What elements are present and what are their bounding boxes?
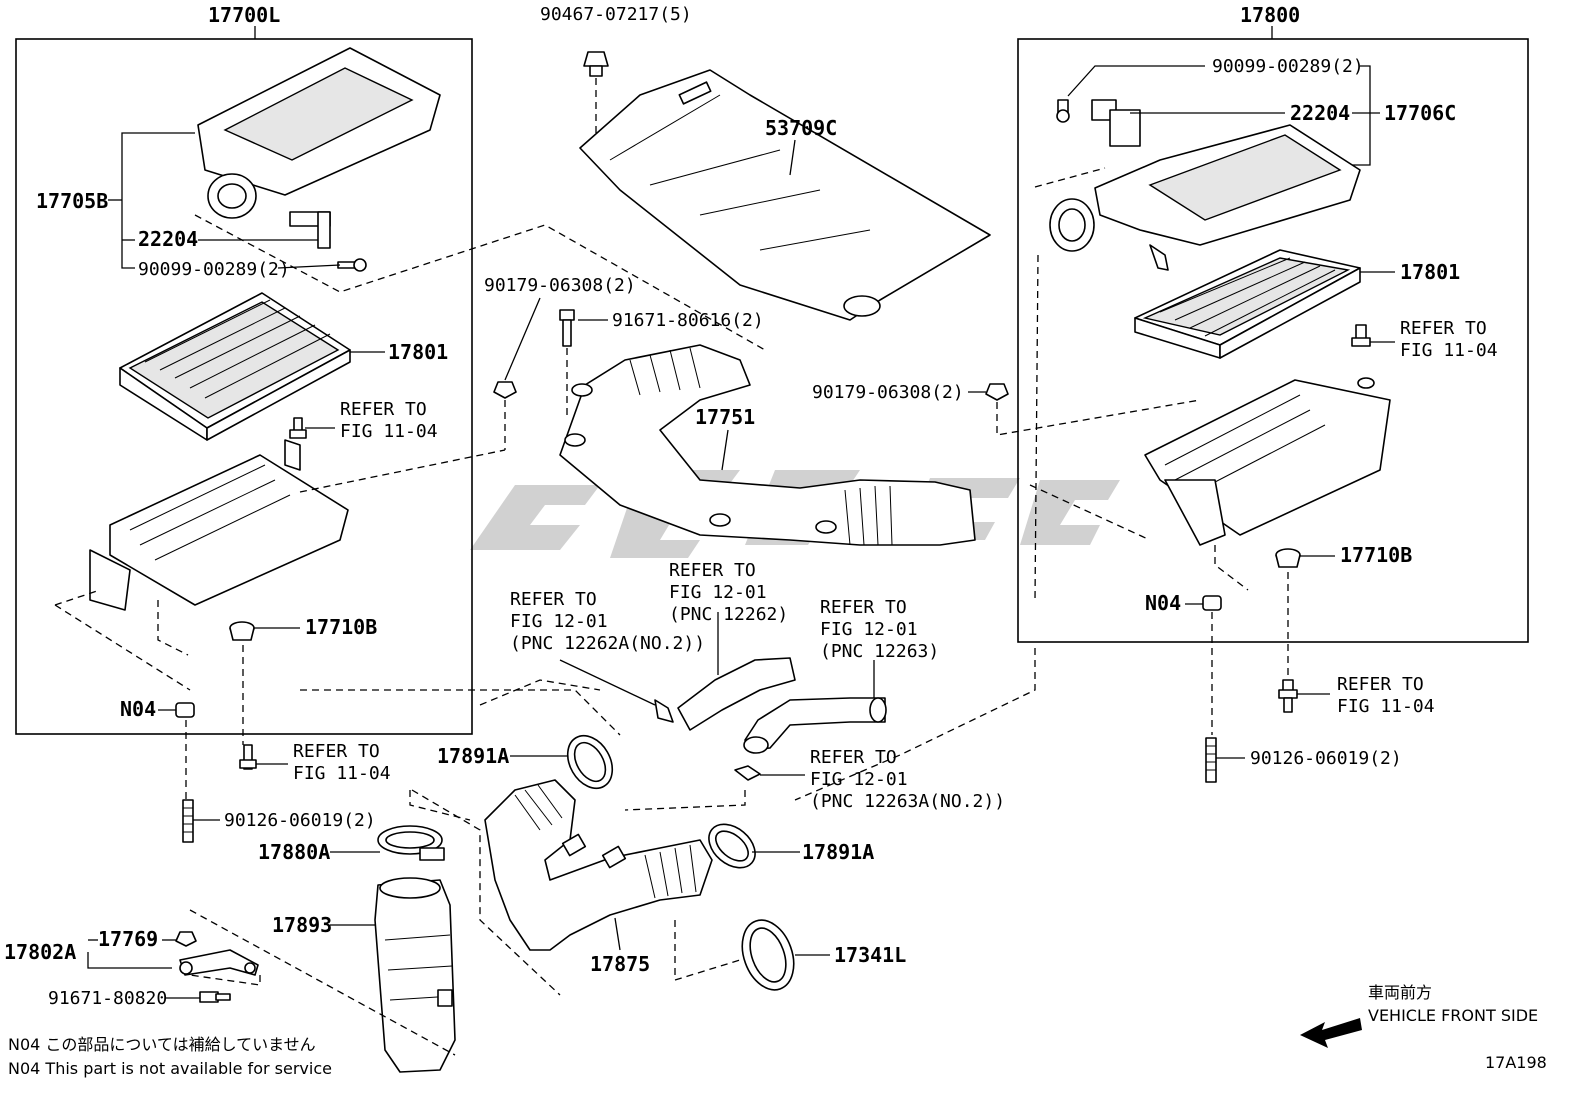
label-90467: 90467-07217(5) — [540, 4, 692, 25]
label-refer-left-2b: FIG 11-04 — [293, 763, 391, 784]
label-17710b-right: 17710B — [1340, 543, 1412, 567]
bolt-right-11-04a — [1351, 324, 1371, 347]
clip-12263a — [734, 765, 761, 781]
group-box-left — [15, 38, 473, 735]
label-17751: 17751 — [695, 405, 755, 429]
label-90099-right: 90099-00289(2) — [1212, 56, 1364, 77]
direction-label-english: VEHICLE FRONT SIDE — [1368, 1006, 1538, 1025]
label-91671-80616: 91671-80616(2) — [612, 310, 764, 331]
intake-hose-17875 — [484, 779, 713, 951]
grommet-17710b-right — [1275, 548, 1301, 568]
label-ref12b-1: REFER TO — [669, 560, 756, 581]
front-direction-arrow — [1300, 1018, 1362, 1048]
label-17706c: 17706C — [1384, 101, 1456, 125]
label-17710b-left: 17710B — [305, 615, 377, 639]
bolt-left-11-04b — [239, 744, 257, 770]
screw-90099-left — [337, 258, 367, 272]
group-label-right: 17800 — [1240, 3, 1300, 27]
hose-12263 — [743, 697, 887, 754]
label-90179-right: 90179-06308(2) — [812, 382, 964, 403]
note-n04-english: N04 This part is not available for servi… — [8, 1059, 332, 1078]
label-ref12a-2: FIG 12-01 — [510, 611, 608, 632]
label-17769: 17769 — [98, 927, 158, 951]
air-cleaner-case-right — [1144, 377, 1391, 546]
label-refer-right-1: REFER TO — [1400, 318, 1487, 339]
sensor-22204-right — [1091, 99, 1141, 147]
label-22204-left: 22204 — [138, 227, 198, 251]
label-ref12c-3: (PNC 12263) — [820, 641, 939, 662]
resonator-17893 — [374, 877, 456, 1073]
n04-grommet-left — [175, 702, 195, 718]
label-90126-right: 90126-06019(2) — [1250, 748, 1402, 769]
label-17893: 17893 — [272, 913, 332, 937]
bolt-right-11-04b — [1278, 679, 1298, 713]
hose-12262 — [677, 657, 796, 731]
group-box-right — [1017, 38, 1529, 643]
label-90126-left: 90126-06019(2) — [224, 810, 376, 831]
clamp-17880a — [377, 825, 445, 861]
label-17880a: 17880A — [258, 840, 330, 864]
bracket-17802a — [179, 949, 259, 976]
label-90179-left: 90179-06308(2) — [484, 275, 636, 296]
label-ref12b-3: (PNC 12262) — [669, 604, 788, 625]
label-ref12d-1: REFER TO — [810, 747, 897, 768]
label-53709c: 53709C — [765, 116, 837, 140]
nut-17769 — [175, 931, 197, 947]
note-n04-japanese: N04 この部品については補給していません — [8, 1035, 316, 1054]
label-refer-right-2: REFER TO — [1337, 674, 1424, 695]
label-17801-left: 17801 — [388, 340, 448, 364]
figure-id: 17A198 — [1485, 1053, 1547, 1072]
stud-right — [1205, 737, 1217, 783]
label-ref12a-3: (PNC 12262A(NO.2)) — [510, 633, 705, 654]
label-refer-left-1b: FIG 11-04 — [340, 421, 438, 442]
air-filter-right — [1134, 249, 1361, 359]
air-filter-left — [119, 292, 351, 441]
label-n04-right: N04 — [1145, 591, 1181, 615]
bolt-91671-80820 — [199, 991, 231, 1003]
label-refer-left-2: REFER TO — [293, 741, 380, 762]
grommet-17710b-left — [229, 621, 255, 641]
air-cleaner-cap-right — [1049, 124, 1361, 271]
label-17705b: 17705B — [36, 189, 108, 213]
label-ref12b-2: FIG 12-01 — [669, 582, 767, 603]
label-17875: 17875 — [590, 952, 650, 976]
label-91671-80820: 91671-80820 — [48, 988, 167, 1009]
air-cleaner-cap-left — [197, 47, 441, 249]
label-90099-left: 90099-00289(2) — [138, 259, 290, 280]
label-17802a: 17802A — [4, 940, 76, 964]
label-ref12a-1: REFER TO — [510, 589, 597, 610]
screw-90099-right — [1056, 99, 1070, 123]
label-refer-left-1: REFER TO — [340, 399, 427, 420]
label-17891a-right: 17891A — [802, 840, 874, 864]
label-17341l: 17341L — [834, 943, 906, 967]
engine-under-cover-53709c — [579, 69, 991, 321]
n04-grommet-right — [1202, 595, 1222, 611]
label-17801-right: 17801 — [1400, 260, 1460, 284]
bolt-91671-80616 — [559, 309, 575, 347]
air-cleaner-case-left — [89, 439, 349, 611]
stud-left — [182, 799, 194, 843]
label-refer-right-1b: FIG 11-04 — [1400, 340, 1498, 361]
clamp-17341l — [741, 919, 795, 991]
nut-90179-left — [493, 381, 517, 399]
label-refer-right-2b: FIG 11-04 — [1337, 696, 1435, 717]
clamp-17891a-right — [708, 823, 756, 869]
label-ref12d-3: (PNC 12263A(NO.2)) — [810, 791, 1005, 812]
group-label-left: 17700L — [208, 3, 280, 27]
clip-90467 — [583, 51, 609, 77]
nut-90179-right — [985, 383, 1009, 401]
label-ref12c-1: REFER TO — [820, 597, 907, 618]
bolt-left-11-04a — [289, 417, 307, 439]
label-17891a-left: 17891A — [437, 744, 509, 768]
air-intake-duct-17751 — [559, 344, 976, 546]
direction-label-japanese: 車両前方 — [1368, 983, 1432, 1002]
label-22204-right: 22204 — [1290, 101, 1350, 125]
label-n04-left: N04 — [120, 697, 156, 721]
label-ref12c-2: FIG 12-01 — [820, 619, 918, 640]
hose-12262a — [654, 699, 674, 723]
clamp-17891a-left — [566, 734, 614, 790]
label-ref12d-2: FIG 12-01 — [810, 769, 908, 790]
